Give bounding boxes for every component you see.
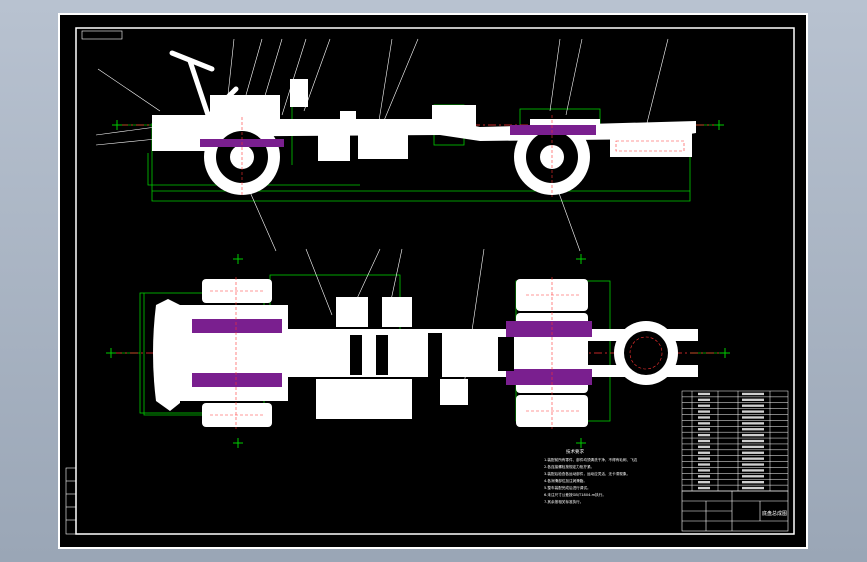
parts-list-code-cell [742, 433, 764, 437]
notes-line-5: 5.整车装配完成后进行调试。 [544, 485, 591, 490]
parts-list-name-cell [698, 439, 710, 443]
parts-list-name-cell [698, 463, 710, 466]
parts-list-code-cell [742, 422, 764, 425]
top-leaders [305, 248, 485, 386]
parts-list-name-cell [698, 433, 710, 437]
parts-list-code-cell [742, 475, 764, 478]
top-frame [153, 279, 698, 427]
parts-list-name-cell [698, 392, 710, 396]
parts-list-name-cell [698, 475, 710, 478]
parts-list-code-cell [742, 404, 764, 407]
notes-line-4: 4.各润滑部位加注润滑脂。 [544, 478, 587, 483]
left-strip [65, 467, 77, 535]
parts-list-name-cell [698, 486, 710, 490]
parts-list-name-cell [698, 481, 710, 484]
drawing-sheet: 技术要求 1.装配前所有零件、部件均须清洗干净，不得有毛刺、飞边 2.各连接螺栓… [58, 13, 808, 549]
parts-list-fill [698, 392, 764, 490]
technical-notes: 技术要求 1.装配前所有零件、部件均须清洗干净，不得有毛刺、飞边 2.各连接螺栓… [544, 448, 638, 504]
side-leaders [95, 38, 669, 252]
parts-list-code-cell [742, 451, 764, 454]
parts-list-code-cell [742, 463, 764, 466]
notes-line-2: 2.各连接螺栓按规定力矩拧紧。 [544, 464, 594, 469]
parts-list-name-cell [698, 428, 710, 431]
parts-list-name-cell [698, 410, 710, 413]
title-block [681, 490, 789, 532]
parts-list-code-cell [742, 457, 764, 460]
steering-assembly [169, 50, 239, 118]
parts-list-code-cell [742, 445, 764, 449]
parts-list-code-cell [742, 481, 764, 484]
parts-list-code-cell [742, 392, 764, 396]
parts-list-code-cell [742, 439, 764, 443]
top-axles [192, 319, 592, 387]
parts-list-code-cell [742, 469, 764, 472]
cad-drawing: 技术要求 1.装配前所有零件、部件均须清洗干净，不得有毛刺、飞边 2.各连接螺栓… [65, 27, 795, 535]
axis-markers [106, 120, 730, 448]
notes-title: 技术要求 [566, 448, 584, 455]
parts-list-name-cell [698, 469, 710, 472]
side-view [95, 38, 722, 252]
title-block-drawing-title: 底盘总成图 [762, 510, 787, 517]
parts-list-name-cell [698, 404, 710, 407]
inner-border [75, 27, 795, 535]
parts-list-name-cell [698, 451, 710, 454]
parts-list [681, 390, 789, 492]
notes-line-7: 7.其余按相关标准执行。 [544, 499, 583, 504]
parts-list-code-cell [742, 410, 764, 413]
parts-list-name-cell [698, 422, 710, 425]
parts-list-name-cell [698, 445, 710, 449]
notes-line-3: 3.装配后检查各运动部件，运动应灵活，无卡滞现象。 [544, 471, 630, 476]
parts-list-code-cell [742, 416, 764, 419]
notes-line-1: 1.装配前所有零件、部件均须清洗干净，不得有毛刺、飞边 [544, 457, 638, 462]
parts-list-code-cell [742, 428, 764, 431]
parts-list-name-cell [698, 398, 710, 401]
parts-list-name-cell [698, 416, 710, 419]
top-view [106, 120, 730, 448]
parts-list-name-cell [698, 457, 710, 460]
corner-label-box [81, 30, 123, 40]
notes-line-6: 6.未注尺寸公差按GB/T1804-m执行。 [544, 492, 606, 497]
parts-list-code-cell [742, 398, 764, 401]
parts-list-code-cell [742, 486, 764, 490]
